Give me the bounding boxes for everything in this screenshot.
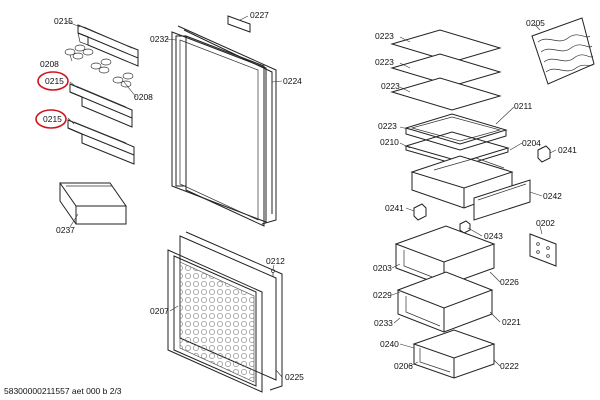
callout-0215-middle: 0215 xyxy=(45,76,64,86)
upper-door-gasket xyxy=(171,25,277,227)
callout-0223-4: 0223 xyxy=(378,121,397,131)
freezer-drawer-bottom xyxy=(412,329,496,379)
callout-0223-2: 0223 xyxy=(375,57,394,67)
callout-0208-left: 0208 xyxy=(40,59,59,69)
rail-clip-left xyxy=(413,203,427,221)
callout-0204: 0204 xyxy=(522,138,541,148)
callout-0237: 0237 xyxy=(56,225,75,235)
callout-0233: 0233 xyxy=(374,318,393,328)
door-shelf-top xyxy=(77,24,139,67)
rail-clip-right xyxy=(537,145,551,163)
callout-0224: 0224 xyxy=(283,76,302,86)
rail-clip-small xyxy=(459,220,471,234)
callout-0227: 0227 xyxy=(250,10,269,20)
callout-0240: 0240 xyxy=(380,339,399,349)
door-bottle-shelf xyxy=(59,182,127,225)
door-shelf-middle xyxy=(69,83,133,128)
egg-tray-lower xyxy=(90,58,134,88)
drawer-front-panel xyxy=(473,179,531,221)
callout-0225: 0225 xyxy=(285,372,304,382)
callout-0243: 0243 xyxy=(484,231,503,241)
callout-0202: 0202 xyxy=(536,218,555,228)
callout-0210: 0210 xyxy=(380,137,399,147)
callout-0241-right: 0241 xyxy=(558,145,577,155)
callout-0242: 0242 xyxy=(543,191,562,201)
hinge-cover xyxy=(529,233,557,267)
callout-0208-right: 0208 xyxy=(134,92,153,102)
callout-0207: 0207 xyxy=(150,306,169,316)
callout-0205: 0205 xyxy=(526,18,545,28)
glass-shelf-4 xyxy=(404,113,508,151)
callout-0223-1: 0223 xyxy=(375,31,394,41)
lower-door-liner xyxy=(179,261,255,383)
callout-0211: 0211 xyxy=(514,101,533,111)
bottle-rack xyxy=(531,17,595,85)
callout-0232: 0232 xyxy=(150,34,169,44)
highlight-ring-lower xyxy=(35,109,67,129)
leader-lines xyxy=(65,15,557,378)
callout-0222: 0222 xyxy=(500,361,519,371)
crisper-drawer xyxy=(410,155,514,209)
callout-0212: 0212 xyxy=(266,256,285,266)
callout-0241-left: 0241 xyxy=(385,203,404,213)
upper-door-panel-strip xyxy=(227,15,251,33)
door-shelf-lower xyxy=(67,119,135,165)
freezer-drawer-middle xyxy=(396,271,494,333)
highlight-ring-upper xyxy=(37,71,69,91)
door-bearing-pin xyxy=(271,269,275,277)
callout-0206: 0206 xyxy=(394,361,413,371)
callout-0215-top: 0215 xyxy=(54,16,73,26)
callout-0226: 0226 xyxy=(500,277,519,287)
callout-0223-3: 0223 xyxy=(381,81,400,91)
drawing-reference-code: 58300000211557 aet 000 b 2/3 xyxy=(4,386,122,396)
callout-0229: 0229 xyxy=(373,290,392,300)
callout-0203: 0203 xyxy=(373,263,392,273)
callout-0215-lower: 0215 xyxy=(43,114,62,124)
callout-0221: 0221 xyxy=(502,317,521,327)
egg-tray-upper xyxy=(64,44,94,60)
glass-shelf-3 xyxy=(390,77,502,111)
